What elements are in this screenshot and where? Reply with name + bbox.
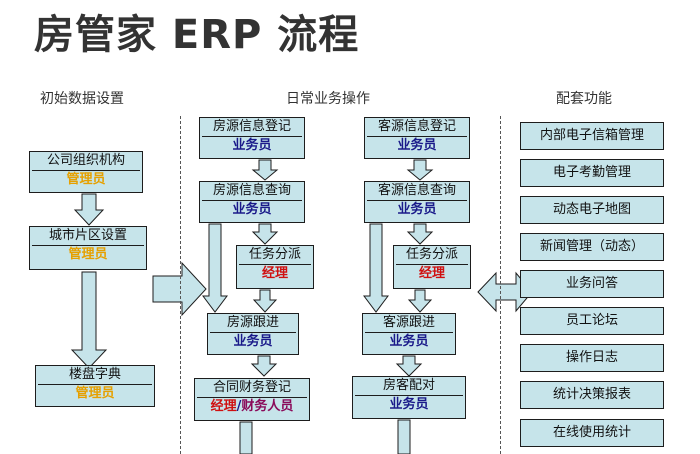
role-separator: / xyxy=(236,399,242,414)
role-manager: 经理 xyxy=(210,399,237,414)
client-box-label: 客源信息登记 xyxy=(377,119,456,134)
house-box-register: 房源信息登记 业务员 xyxy=(199,117,305,159)
column-header-daily: 日常业务操作 xyxy=(286,91,370,107)
init-box-label: 公司组织机构 xyxy=(46,153,125,168)
feature-box: 在线使用统计 xyxy=(520,419,664,447)
house-box-label: 房源跟进 xyxy=(226,315,279,330)
arrow-client-4 xyxy=(395,355,423,377)
page-title: 房管家 ERP 流程 xyxy=(34,12,360,58)
init-box-role: 管理员 xyxy=(32,170,140,189)
arrow-house-skip xyxy=(202,223,228,313)
feature-box: 业务问答 xyxy=(520,270,664,298)
init-box-role: 管理员 xyxy=(38,384,152,403)
arrow-client-5 xyxy=(397,419,411,454)
feature-box: 内部电子信箱管理 xyxy=(520,122,664,150)
feature-box: 新闻管理（动态） xyxy=(520,233,664,261)
init-box-label: 城市片区设置 xyxy=(48,228,127,243)
arrow-client-2 xyxy=(406,223,434,245)
arrow-house-3 xyxy=(252,289,278,313)
client-box-role: 业务员 xyxy=(365,332,453,351)
client-box-role: 业务员 xyxy=(367,200,467,219)
house-box-role: 业务员 xyxy=(202,200,302,219)
arrow-init-1 xyxy=(73,193,105,226)
house-box-role: 业务员 xyxy=(202,136,302,155)
arrow-house-5 xyxy=(239,421,253,454)
feature-box: 统计决策报表 xyxy=(520,381,664,409)
arrow-init-2 xyxy=(70,271,108,369)
client-box-role: 业务员 xyxy=(367,136,467,155)
init-box-district: 城市片区设置 管理员 xyxy=(29,226,147,270)
house-box-role: 业务员 xyxy=(210,332,296,351)
client-box-register: 客源信息登记 业务员 xyxy=(364,117,470,159)
house-box-role: 经理 xyxy=(239,264,311,283)
client-box-followup: 客源跟进 业务员 xyxy=(362,313,456,355)
arrow-to-daily xyxy=(152,261,207,317)
house-box-label: 合同财务登记 xyxy=(212,380,291,395)
arrow-house-4 xyxy=(250,355,278,377)
separator-right xyxy=(500,116,501,454)
house-box-assign: 任务分派 经理 xyxy=(236,245,314,289)
flow-diagram: 初始数据设置 日常业务操作 配套功能 公司组织机构 管理员 城市片区设置 管理员… xyxy=(0,58,700,454)
house-box-contract: 合同财务登记 经理/财务人员 xyxy=(194,378,310,421)
house-box-label: 任务分派 xyxy=(248,247,301,262)
client-box-matching: 房客配对 业务员 xyxy=(352,376,466,419)
client-box-label: 房客配对 xyxy=(382,378,435,393)
feature-box: 动态电子地图 xyxy=(520,196,664,224)
init-box-label: 楼盘字典 xyxy=(68,367,121,382)
feature-box: 员工论坛 xyxy=(520,307,664,335)
arrow-client-3 xyxy=(407,289,433,313)
init-box-building-dictionary: 楼盘字典 管理员 xyxy=(35,365,155,407)
client-box-role: 经理 xyxy=(396,264,468,283)
arrow-client-1 xyxy=(406,159,434,181)
feature-box: 电子考勤管理 xyxy=(520,159,664,187)
house-box-query: 房源信息查询 业务员 xyxy=(199,181,305,223)
arrow-house-1 xyxy=(251,159,279,181)
init-box-org: 公司组织机构 管理员 xyxy=(29,151,143,193)
house-box-label: 房源信息查询 xyxy=(212,183,291,198)
column-header-init: 初始数据设置 xyxy=(40,91,124,107)
client-box-label: 任务分派 xyxy=(405,247,458,262)
arrow-house-2 xyxy=(251,223,279,245)
flow-arrows xyxy=(70,159,533,454)
client-box-query: 客源信息查询 业务员 xyxy=(364,181,470,223)
house-box-label: 房源信息登记 xyxy=(212,119,291,134)
role-finance: 财务人员 xyxy=(241,399,294,414)
client-box-assign: 任务分派 经理 xyxy=(393,245,471,289)
client-box-label: 客源跟进 xyxy=(382,315,435,330)
client-box-label: 客源信息查询 xyxy=(377,183,456,198)
house-box-followup: 房源跟进 业务员 xyxy=(207,313,299,355)
init-box-role: 管理员 xyxy=(32,245,144,264)
column-header-extra: 配套功能 xyxy=(556,91,612,107)
arrow-client-skip xyxy=(363,223,389,313)
house-box-role: 经理/财务人员 xyxy=(197,397,307,416)
separator-left xyxy=(180,116,181,454)
client-box-role: 业务员 xyxy=(355,395,463,414)
feature-box: 操作日志 xyxy=(520,344,664,372)
